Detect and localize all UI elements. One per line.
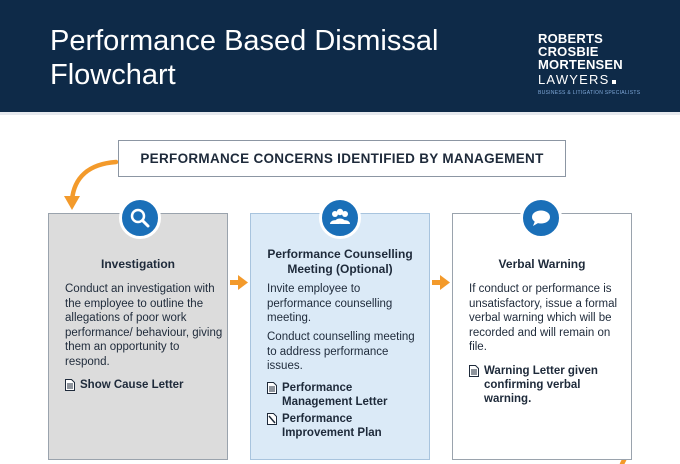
- performance-counselling-box: Performance Counselling Meeting (Optiona…: [250, 213, 430, 460]
- document-icon: [469, 365, 479, 377]
- logo-tagline: BUSINESS & LITIGATION SPECIALISTS: [538, 90, 641, 96]
- page-title: Performance Based Dismissal Flowchart: [50, 25, 439, 91]
- step-title: Performance Counselling Meeting (Optiona…: [267, 247, 413, 276]
- document-label: Warning Letter given confirming verbal w…: [484, 365, 598, 405]
- document-icon: [65, 379, 75, 391]
- arrow-2-shaft: [432, 280, 442, 285]
- arrow-2-head: [440, 275, 450, 290]
- search-icon: [130, 208, 150, 228]
- company-logo: ROBERTS CROSBIE MORTENSEN LAWYERS BUSINE…: [538, 32, 658, 98]
- document-label: Performance Management Letter: [282, 382, 388, 408]
- arrow-1-head: [238, 275, 248, 290]
- logo-dot: [611, 80, 616, 84]
- verbal-warning-box: Verbal Warning If conduct or performance…: [452, 213, 632, 460]
- document-edit-icon: [267, 413, 277, 425]
- header-divider: [0, 112, 680, 115]
- document-item: Warning Letter given confirming verbal w…: [469, 364, 609, 406]
- step-title: Verbal Warning: [498, 257, 586, 271]
- arrow-1-shaft: [230, 280, 240, 285]
- investigation-box: Investigation Conduct an investigation w…: [48, 213, 228, 460]
- document-item: Performance Improvement Plan: [267, 412, 423, 440]
- document-item: Show Cause Letter: [65, 378, 223, 392]
- document-label: Show Cause Letter: [80, 379, 184, 391]
- logo-line-2: CROSBIE: [538, 44, 599, 59]
- investigation-icon-badge: [119, 197, 161, 239]
- concerns-box: PERFORMANCE CONCERNS IDENTIFIED BY MANAG…: [118, 140, 566, 177]
- document-item: Performance Management Letter: [267, 381, 423, 409]
- curved-arrow-head: [64, 196, 80, 210]
- curved-arrow-to-investigation: [69, 159, 119, 203]
- step-body: Conduct counselling meeting to address p…: [267, 331, 415, 372]
- speech-bubble-icon: [532, 210, 550, 226]
- verbal-warning-icon-badge: [520, 197, 562, 239]
- logo-line-3: MORTENSEN: [538, 57, 623, 72]
- counselling-icon-badge: [319, 197, 361, 239]
- step-title: Investigation: [100, 257, 175, 271]
- people-icon: [330, 208, 350, 224]
- document-label: Performance Improvement Plan: [282, 413, 382, 439]
- logo-line-4-wrap: LAWYERS: [538, 71, 658, 89]
- step-body: Conduct an investigation with the employ…: [65, 283, 223, 368]
- document-icon: [267, 382, 277, 394]
- logo-line-4: LAWYERS: [538, 72, 610, 87]
- step-body: If conduct or performance is unsatisfact…: [469, 283, 618, 353]
- logo-line-1: ROBERTS: [538, 31, 603, 46]
- header-banner: Performance Based Dismissal Flowchart RO…: [0, 0, 680, 112]
- step-body: Invite employee to performance counselli…: [267, 283, 393, 324]
